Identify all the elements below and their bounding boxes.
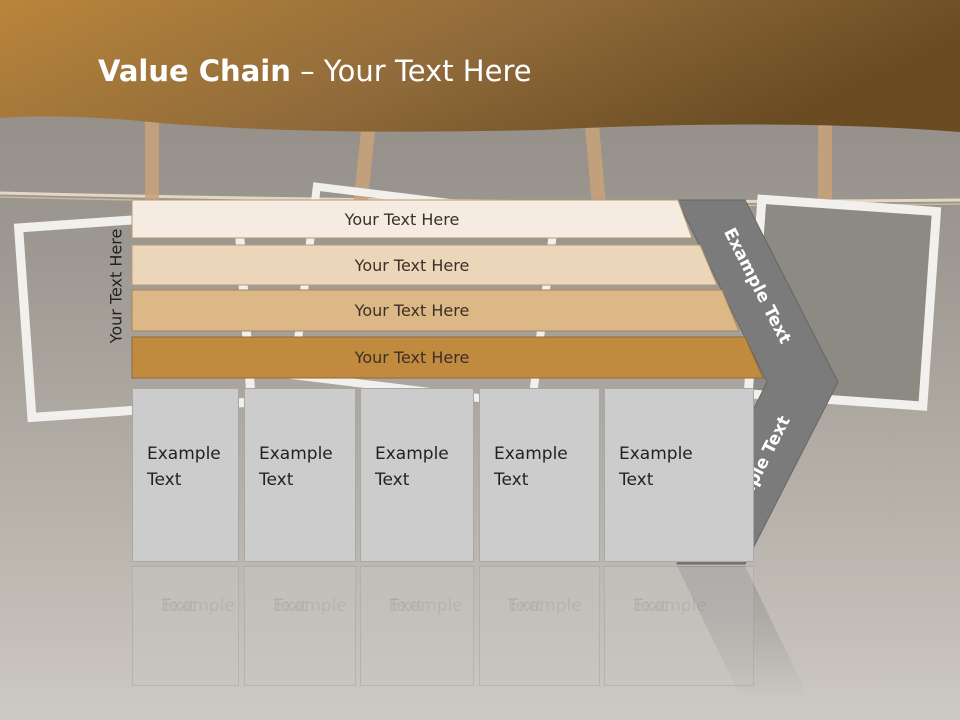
bar-label-4: Your Text Here: [354, 347, 470, 367]
title-rest: – Your Text Here: [290, 54, 532, 88]
bar-label-3: Your Text Here: [354, 300, 470, 320]
bar-4: [131, 336, 764, 379]
chevron-reflection: [677, 566, 810, 700]
title-bold: Value Chain: [98, 54, 291, 88]
slide-title: Value Chain – Your Text Here: [98, 54, 532, 88]
clothespin: [818, 125, 832, 217]
clothespin: [145, 118, 159, 206]
side-label: Your Text Here: [106, 228, 126, 344]
bar-3: [131, 289, 740, 332]
clothespin: [353, 119, 377, 209]
chevron-arrow: [676, 199, 839, 565]
bar-label-2: Your Text Here: [354, 255, 470, 275]
bar-label-1: Your Text Here: [344, 209, 460, 229]
title-banner: [0, 0, 960, 132]
clothespin: [584, 119, 607, 209]
bar-1: [131, 199, 693, 239]
bar-2: [131, 244, 718, 286]
